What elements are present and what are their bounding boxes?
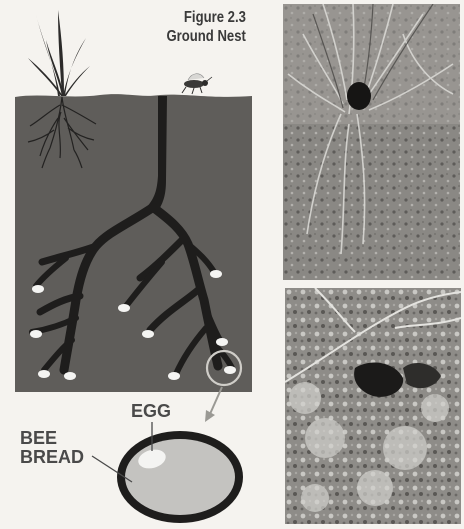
bee-bread-label-line1: BEE [20, 429, 100, 448]
enlarged-cell [117, 431, 243, 523]
nest-entrance [347, 82, 371, 110]
egg-label: EGG [131, 402, 171, 421]
arrow-down-icon [205, 387, 222, 422]
grass-plant-icon [28, 10, 90, 96]
photo-nest-in-soil [285, 288, 461, 524]
photo-nest-in-grass [283, 4, 460, 280]
bee-bread-label-line2: BREAD [20, 448, 100, 467]
bee-icon [182, 74, 212, 94]
bee-bread-label: BEE BREAD [20, 429, 100, 467]
